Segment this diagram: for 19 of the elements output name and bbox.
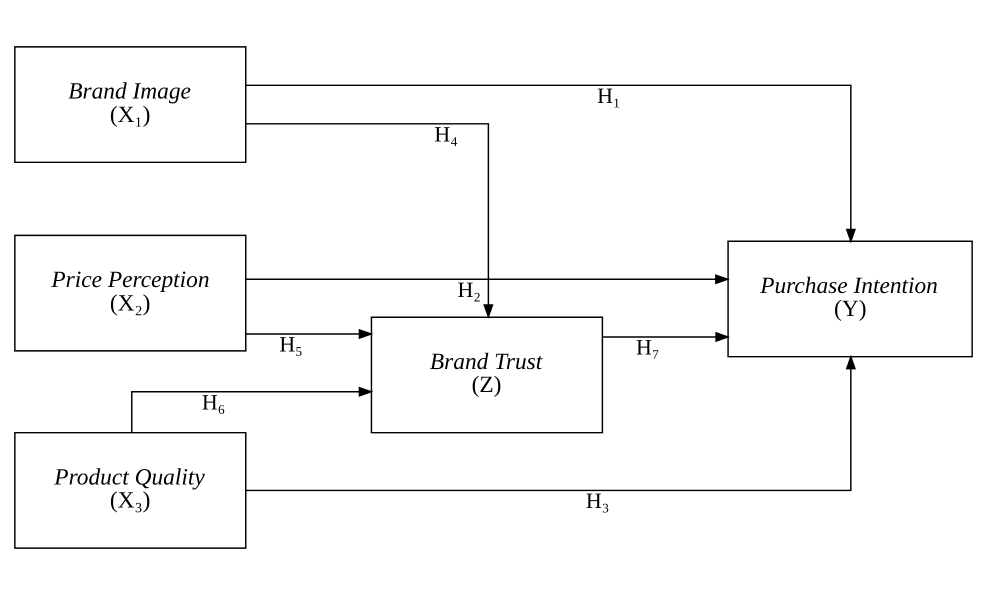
- edge-label: H₃: [585, 487, 609, 512]
- arrow: [246, 328, 373, 339]
- edge-label: H₇: [636, 334, 660, 359]
- node-box: Price Perception (X₂): [14, 234, 246, 352]
- arrow: [246, 84, 856, 243]
- arrow: [246, 122, 493, 318]
- node-box: Product Quality (X₃): [14, 431, 246, 548]
- node-box: Purchase Intention (Y): [726, 240, 972, 357]
- arrow: [130, 386, 373, 432]
- node-box: Brand Image (X₁): [14, 46, 246, 163]
- arrow: [246, 354, 856, 491]
- arrow: [245, 274, 730, 284]
- edge-label: H₁: [596, 82, 620, 108]
- edge-label: H₂: [456, 276, 480, 302]
- arrow: [602, 331, 730, 342]
- node-box: Brand Trust (Z): [370, 316, 603, 433]
- edge-label: H₅: [278, 331, 302, 356]
- edge-label: H₆: [201, 388, 225, 414]
- edge-label: H₄: [434, 120, 458, 146]
